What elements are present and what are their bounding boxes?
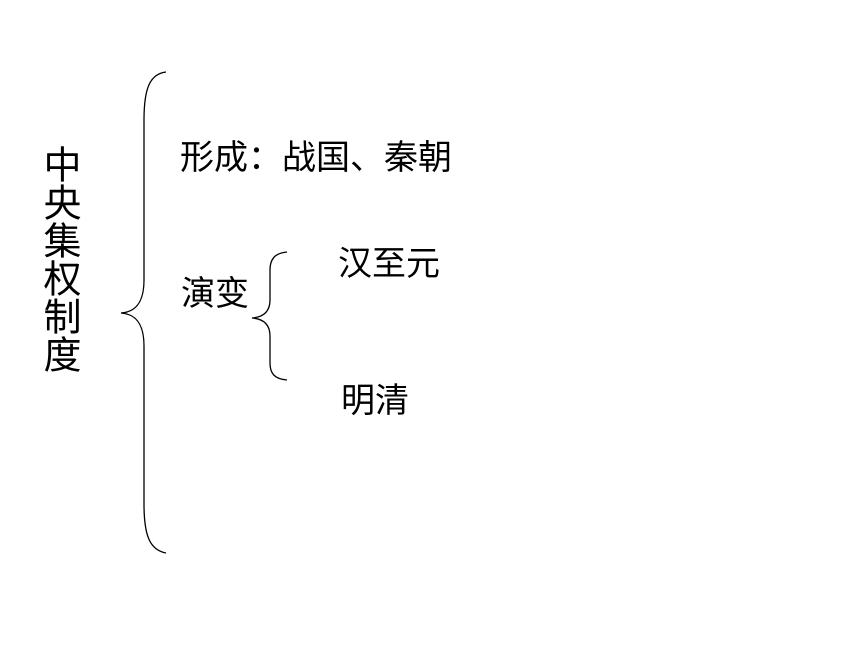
evolution-child-ming-qing: 明清	[341, 381, 409, 421]
root-node-title: 中央集权制度	[37, 145, 81, 373]
branch-evolution-label: 演变	[181, 274, 249, 314]
main-brace	[120, 71, 167, 554]
branch-formation-label: 形成：战国、秦朝	[180, 138, 452, 178]
sub-brace	[251, 251, 288, 381]
evolution-child-han-to-yuan: 汉至元	[338, 244, 440, 284]
